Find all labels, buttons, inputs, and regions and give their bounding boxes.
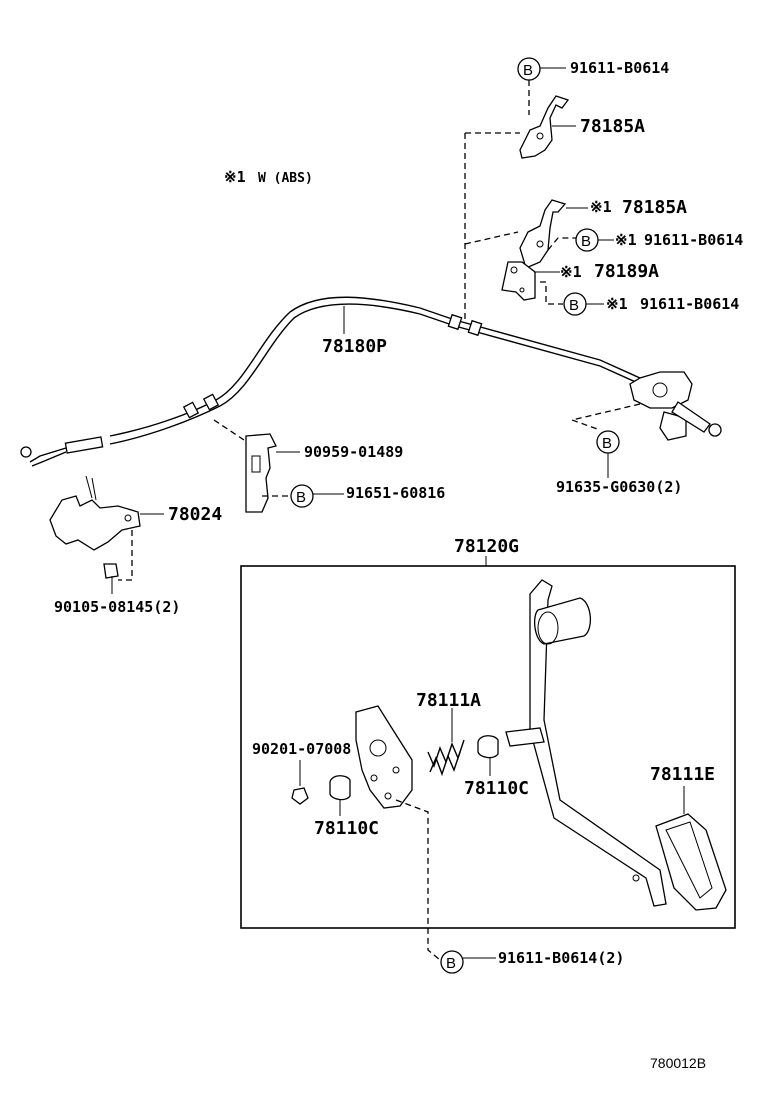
- label-bolt-mid: 91611-B0614: [644, 231, 743, 249]
- svg-text:B: B: [296, 489, 306, 506]
- diagram-code: 780012B: [650, 1055, 706, 1071]
- bush-78110C-right: 78110C: [464, 735, 529, 799]
- label-end-bolt: 91635-G0630(2): [556, 478, 682, 496]
- label-bracket-top: 78185A: [580, 116, 645, 137]
- bolt-callout-mid: B ※1 91611-B0614: [547, 228, 743, 252]
- assembly-box: [240, 565, 736, 929]
- label-clamp-bolt: 91651-60816: [346, 484, 445, 502]
- svg-text:B: B: [581, 233, 591, 250]
- bracket-78024: 78024 90105-08145(2): [49, 475, 222, 616]
- label-bracket-mid: 78185A: [622, 197, 687, 218]
- label-nut: 90201-07008: [252, 740, 351, 758]
- bolt-b-letter: B: [523, 62, 533, 79]
- label-bolt-top: 91611-B0614: [570, 59, 669, 77]
- plate-78189A: ※1 78189A: [501, 261, 659, 301]
- spring-78111A: 78111A: [416, 690, 481, 777]
- bracket-78185A-top: 78185A: [519, 95, 645, 159]
- label-cable: 78180P: [322, 336, 387, 357]
- bolt-callout-clamp: B 91651-60816: [262, 484, 445, 508]
- svg-text:B: B: [569, 297, 579, 314]
- abs-note-text: W (ABS): [258, 171, 313, 186]
- label-clamp: 90959-01489: [304, 443, 403, 461]
- pedal-arm: [505, 579, 667, 907]
- label-pivot-bolt: 91611-B0614(2): [498, 949, 624, 967]
- label-assy: 78120G: [454, 536, 519, 557]
- label-bolt-low: 91611-B0614: [640, 295, 739, 313]
- assembly-78120G: 78120G: [240, 536, 736, 929]
- lever-plate: [355, 705, 441, 961]
- pedal-pad-78111E: 78111E: [650, 764, 727, 911]
- mark-plate-mid: ※1: [560, 263, 582, 281]
- label-pad: 78111E: [650, 764, 715, 785]
- mark-bolt-mid: ※1: [615, 231, 637, 249]
- bolt-callout-top: B 91611-B0614: [517, 57, 669, 115]
- label-bush-right: 78110C: [464, 778, 529, 799]
- nut-90201-07008: 90201-07008: [252, 740, 351, 805]
- cable-78180P: 78180P: [20, 296, 641, 467]
- bolt-callout-low: B ※1 91611-B0614: [540, 281, 739, 316]
- svg-text:B: B: [602, 435, 612, 452]
- mark-bolt-low: ※1: [606, 295, 628, 313]
- label-bracket-bolt: 90105-08145(2): [54, 598, 180, 616]
- abs-note-mark: ※1: [224, 168, 246, 186]
- label-plate-mid: 78189A: [594, 261, 659, 282]
- bolt-callout-end: B 91635-G0630(2): [556, 430, 682, 496]
- bush-78110C-left: 78110C: [314, 775, 379, 839]
- clamp-90959-01489: 90959-01489: [213, 419, 403, 513]
- mark-bracket-mid: ※1: [590, 198, 612, 216]
- label-bracket-left: 78024: [168, 504, 222, 525]
- cable-end-right: [569, 371, 722, 441]
- bolt-callout-pivot: B 91611-B0614(2): [440, 949, 624, 974]
- label-spring: 78111A: [416, 690, 481, 711]
- label-bush-left: 78110C: [314, 818, 379, 839]
- bracket-78185A-mid: ※1 78185A: [519, 197, 687, 269]
- svg-text:B: B: [446, 955, 456, 972]
